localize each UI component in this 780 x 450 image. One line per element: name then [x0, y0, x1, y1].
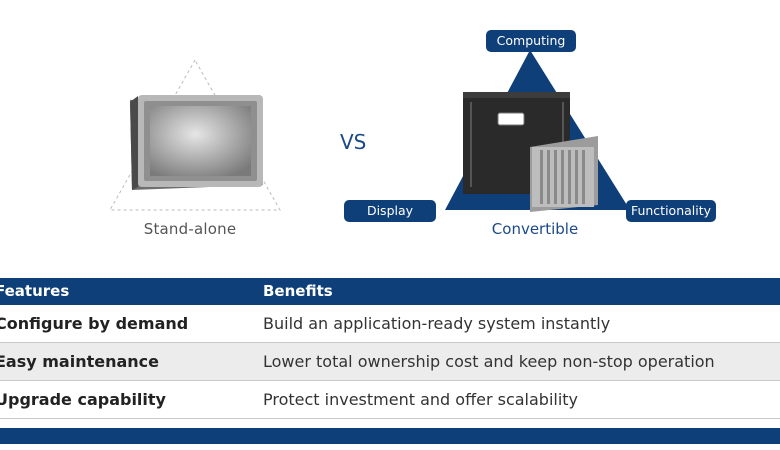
features-table: Features Benefits Configure by demand Bu…: [0, 278, 780, 419]
benefit-cell: Lower total ownership cost and keep non-…: [263, 352, 715, 371]
feature-cell: Upgrade capability: [0, 390, 166, 409]
standalone-illustration: [100, 50, 300, 220]
table-row: Easy maintenance Lower total ownership c…: [0, 343, 780, 381]
header-features: Features: [0, 282, 70, 300]
convertible-label: Convertible: [491, 220, 579, 238]
feature-cell: Configure by demand: [0, 314, 189, 333]
feature-cell: Easy maintenance: [0, 352, 160, 371]
display-pill: Display: [344, 200, 436, 222]
benefit-cell: Build an application-ready system instan…: [263, 314, 611, 333]
table-header: Features Benefits: [0, 278, 780, 305]
table-footer-bar: [0, 428, 780, 444]
functionality-pill: Functionality: [626, 200, 716, 222]
convertible-illustration: [445, 50, 630, 212]
table-row: Configure by demand Build an application…: [0, 305, 780, 343]
benefit-cell: Protect investment and offer scalability: [263, 390, 579, 409]
header-benefits: Benefits: [263, 282, 333, 300]
table-row: Upgrade capability Protect investment an…: [0, 381, 780, 419]
computing-pill: Computing: [486, 30, 576, 52]
vs-text: VS: [340, 130, 367, 154]
standalone-label: Stand-alone: [143, 220, 237, 238]
